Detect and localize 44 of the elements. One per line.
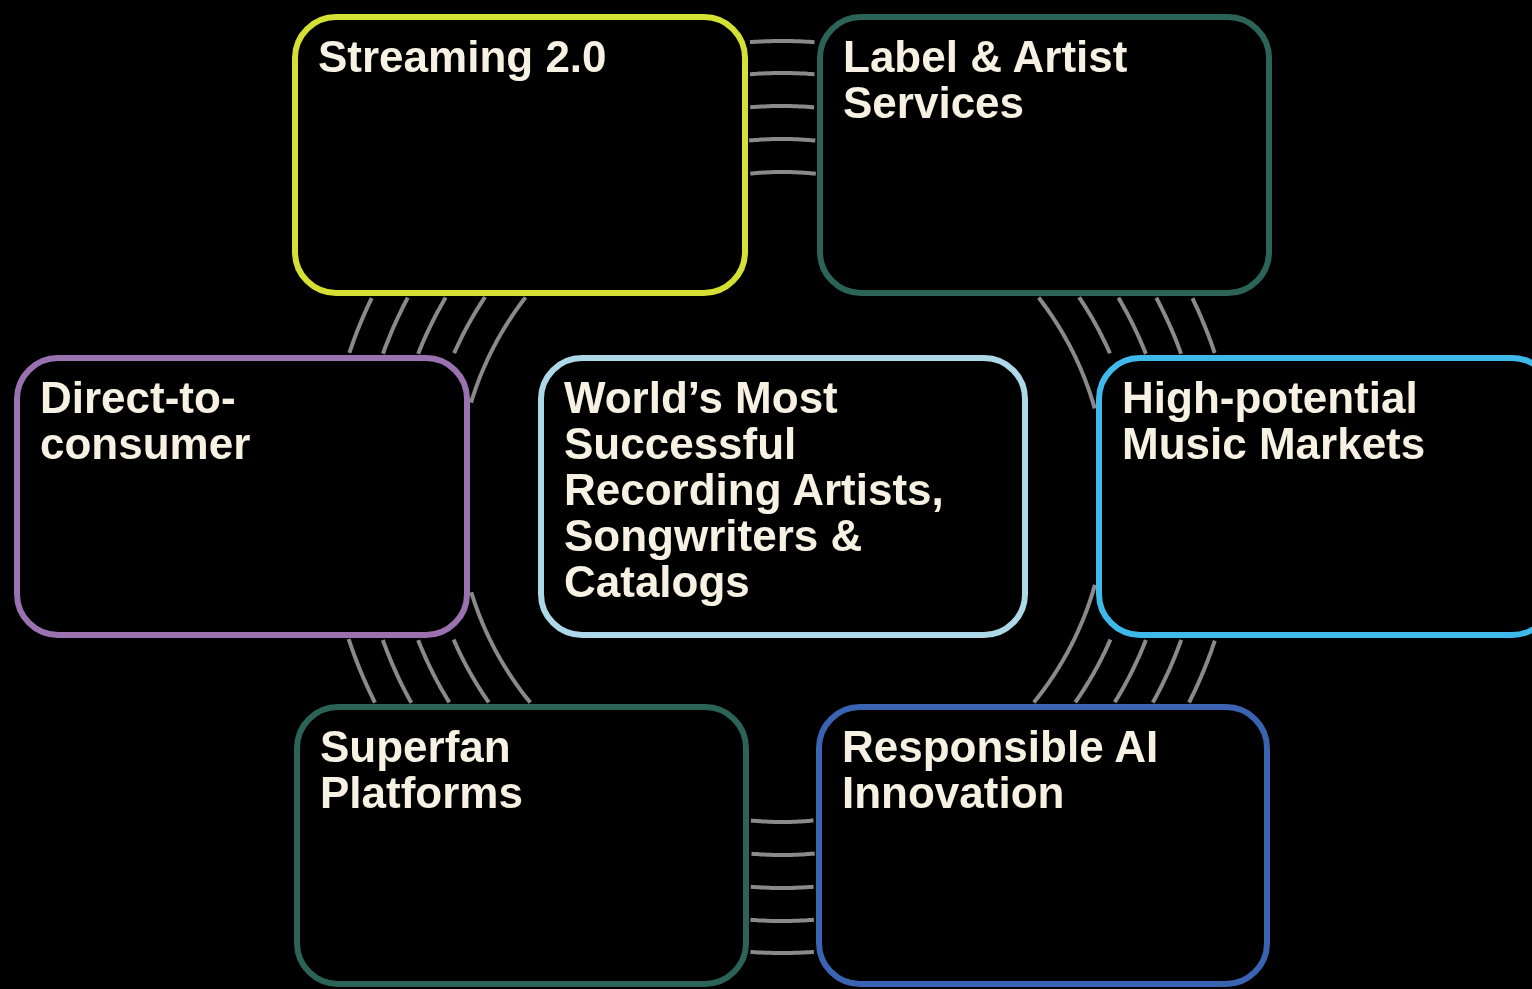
box-title: Label & Artist Services: [843, 34, 1129, 126]
ring-line: [1154, 296, 1183, 355]
ring-line: [381, 296, 410, 355]
ring-line: [380, 639, 414, 704]
rounded-box: [14, 355, 470, 638]
ring-line: [1187, 639, 1217, 704]
box-title: Direct-to-consumer: [40, 375, 252, 467]
ring-line: [750, 818, 814, 824]
ring-line: [1116, 296, 1148, 355]
ring-line: [347, 297, 374, 354]
ring-line: [1032, 584, 1097, 704]
ring-line: [750, 917, 815, 923]
rounded-box: [294, 704, 749, 987]
ring-line: [1037, 296, 1097, 410]
box-title: World’s Most Successful Recording Artists, Songwriters & Catalogs: [564, 375, 945, 605]
ring-line: [750, 104, 815, 110]
box-title: Superfan Platforms: [320, 724, 524, 816]
ring-line: [346, 638, 377, 704]
ring-line: [1113, 639, 1148, 704]
rounded-box: [816, 704, 1270, 987]
ring-line: [416, 296, 448, 355]
ring-line: [750, 949, 814, 955]
ring-line: [748, 137, 816, 143]
ring-line: [469, 591, 532, 704]
rounded-box: [538, 355, 1028, 638]
ring-line: [1073, 638, 1113, 704]
ring-line: [749, 71, 815, 77]
box-title: Streaming 2.0: [318, 34, 607, 80]
ring-line: [1151, 639, 1184, 704]
box-title: Responsible AI Innovation: [842, 724, 1160, 816]
ring-line: [1077, 296, 1112, 355]
rounded-box: [292, 14, 748, 296]
rounded-box: [817, 14, 1272, 296]
ring-line: [750, 170, 817, 176]
box-title: High-potential Music Markets: [1122, 375, 1427, 467]
ring-line: [452, 295, 487, 355]
ring-line: [751, 851, 815, 857]
ring-line: [469, 296, 528, 404]
rounded-box: [1096, 355, 1532, 638]
ring-line: [1190, 297, 1217, 354]
ring-line: [750, 884, 814, 890]
ring-line: [749, 39, 815, 45]
ring-line: [416, 639, 451, 704]
ring-line: [451, 638, 491, 704]
